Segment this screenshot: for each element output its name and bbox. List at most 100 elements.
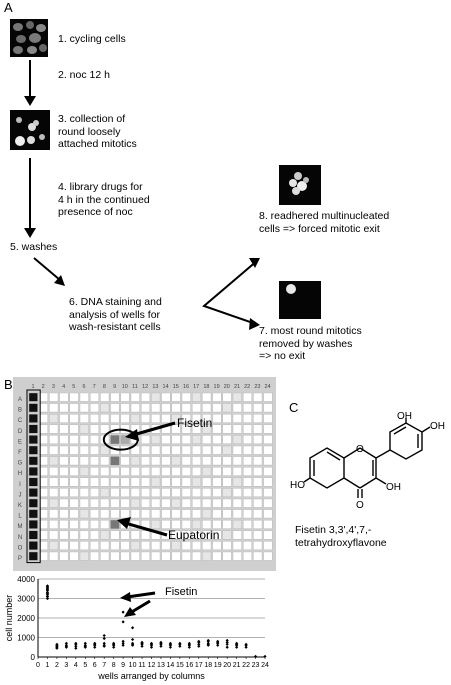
plate-well	[202, 435, 212, 445]
plate-well	[89, 456, 99, 466]
plate-well	[100, 509, 110, 519]
plate-well	[28, 530, 38, 540]
plate-well	[181, 445, 191, 455]
plate-row-label: E	[18, 439, 22, 445]
plate-well	[130, 456, 140, 466]
plate-well	[212, 477, 222, 487]
plate-well	[253, 392, 263, 402]
plate-well	[171, 519, 181, 529]
plate-well	[39, 435, 49, 445]
plate-row-label: M	[18, 524, 23, 530]
data-point	[83, 641, 87, 645]
plate-row-label: C	[18, 418, 23, 424]
plate-column-label: 4	[62, 384, 65, 390]
plate-well	[263, 445, 273, 455]
plate-well	[130, 414, 140, 423]
plate-well	[151, 456, 161, 466]
plate-well	[202, 519, 212, 529]
plate-well	[49, 424, 59, 434]
x-tick-label: 5	[83, 662, 87, 669]
plate-well	[181, 530, 191, 540]
plate-well	[253, 456, 263, 466]
step-3-label: 3. collection of round loosely attached …	[58, 113, 137, 150]
plate-hit-well	[110, 435, 120, 444]
plate-well	[212, 519, 222, 529]
data-point	[45, 592, 50, 596]
plate-well	[151, 509, 161, 519]
plate-well	[191, 403, 201, 413]
plate-well	[140, 403, 150, 413]
plate-well	[151, 403, 161, 413]
plate-well	[100, 477, 110, 487]
multinucleated-cells-image	[279, 165, 321, 205]
plate-well	[140, 551, 150, 561]
plate-column-1-frame	[26, 389, 41, 564]
plate-well	[253, 530, 263, 540]
plate-row-label: B	[18, 408, 22, 414]
y-tick-label: 0	[31, 653, 36, 662]
plate-well	[181, 498, 191, 508]
plate-well	[39, 445, 49, 455]
plate-row-label: D	[18, 429, 23, 435]
eupatorin-arrowhead	[117, 517, 131, 529]
plate-well	[79, 530, 89, 540]
plate-well	[89, 488, 99, 498]
fisetin-structure: OH OH HO OH O O	[290, 412, 445, 511]
plate-column-label: 1	[31, 384, 34, 390]
plate-well	[161, 477, 171, 487]
plate-well	[59, 519, 69, 529]
plate-row-label: L	[18, 514, 22, 520]
plate-well	[171, 488, 181, 498]
plate-well	[151, 445, 161, 455]
plate-well	[120, 488, 130, 498]
plate-well	[202, 551, 212, 561]
plate-well	[181, 509, 191, 519]
x-tick-label: 21	[233, 662, 241, 669]
data-point	[168, 645, 173, 649]
plate-well	[253, 488, 263, 498]
plate-well	[222, 551, 232, 561]
plate-well	[202, 392, 212, 402]
plate-well	[151, 435, 161, 445]
plate-well	[28, 488, 38, 498]
plate-well	[110, 498, 120, 508]
plate-well	[222, 488, 232, 498]
plate-well	[69, 498, 79, 508]
plate-well	[69, 519, 79, 529]
data-point	[225, 645, 229, 649]
plate-well	[130, 498, 140, 508]
plate-well	[79, 435, 89, 445]
plate-well	[253, 477, 263, 487]
fisetin-chart-arrow-1	[126, 591, 156, 599]
plate-row-label: A	[18, 397, 22, 403]
plate-well	[28, 435, 38, 445]
plate-column-label: 17	[193, 384, 199, 390]
plate-well	[79, 498, 89, 508]
plate-well	[49, 456, 59, 466]
plate-well	[232, 392, 242, 402]
plate-well	[202, 456, 212, 466]
plate-well	[263, 456, 273, 466]
plate-well	[79, 424, 89, 434]
plate-well	[263, 488, 273, 498]
plate-well	[130, 403, 140, 413]
plate-well	[242, 541, 252, 550]
plate-well	[171, 403, 181, 413]
plate-well	[171, 498, 181, 508]
data-point	[216, 640, 220, 644]
plate-well	[130, 551, 140, 561]
plate-well	[242, 424, 252, 434]
plate-well	[59, 403, 69, 413]
plate-well	[100, 403, 110, 413]
plate-well	[79, 414, 89, 423]
plate-well	[39, 392, 49, 402]
plate-well	[79, 456, 89, 466]
plate-well	[263, 414, 273, 423]
plate-column-label: 19	[214, 384, 220, 390]
plate-well	[212, 414, 222, 423]
plate-well	[79, 509, 89, 519]
plate-column-label: 12	[142, 384, 148, 390]
plate-well	[100, 466, 110, 476]
x-axis-label: wells arranged by columns	[97, 671, 205, 681]
